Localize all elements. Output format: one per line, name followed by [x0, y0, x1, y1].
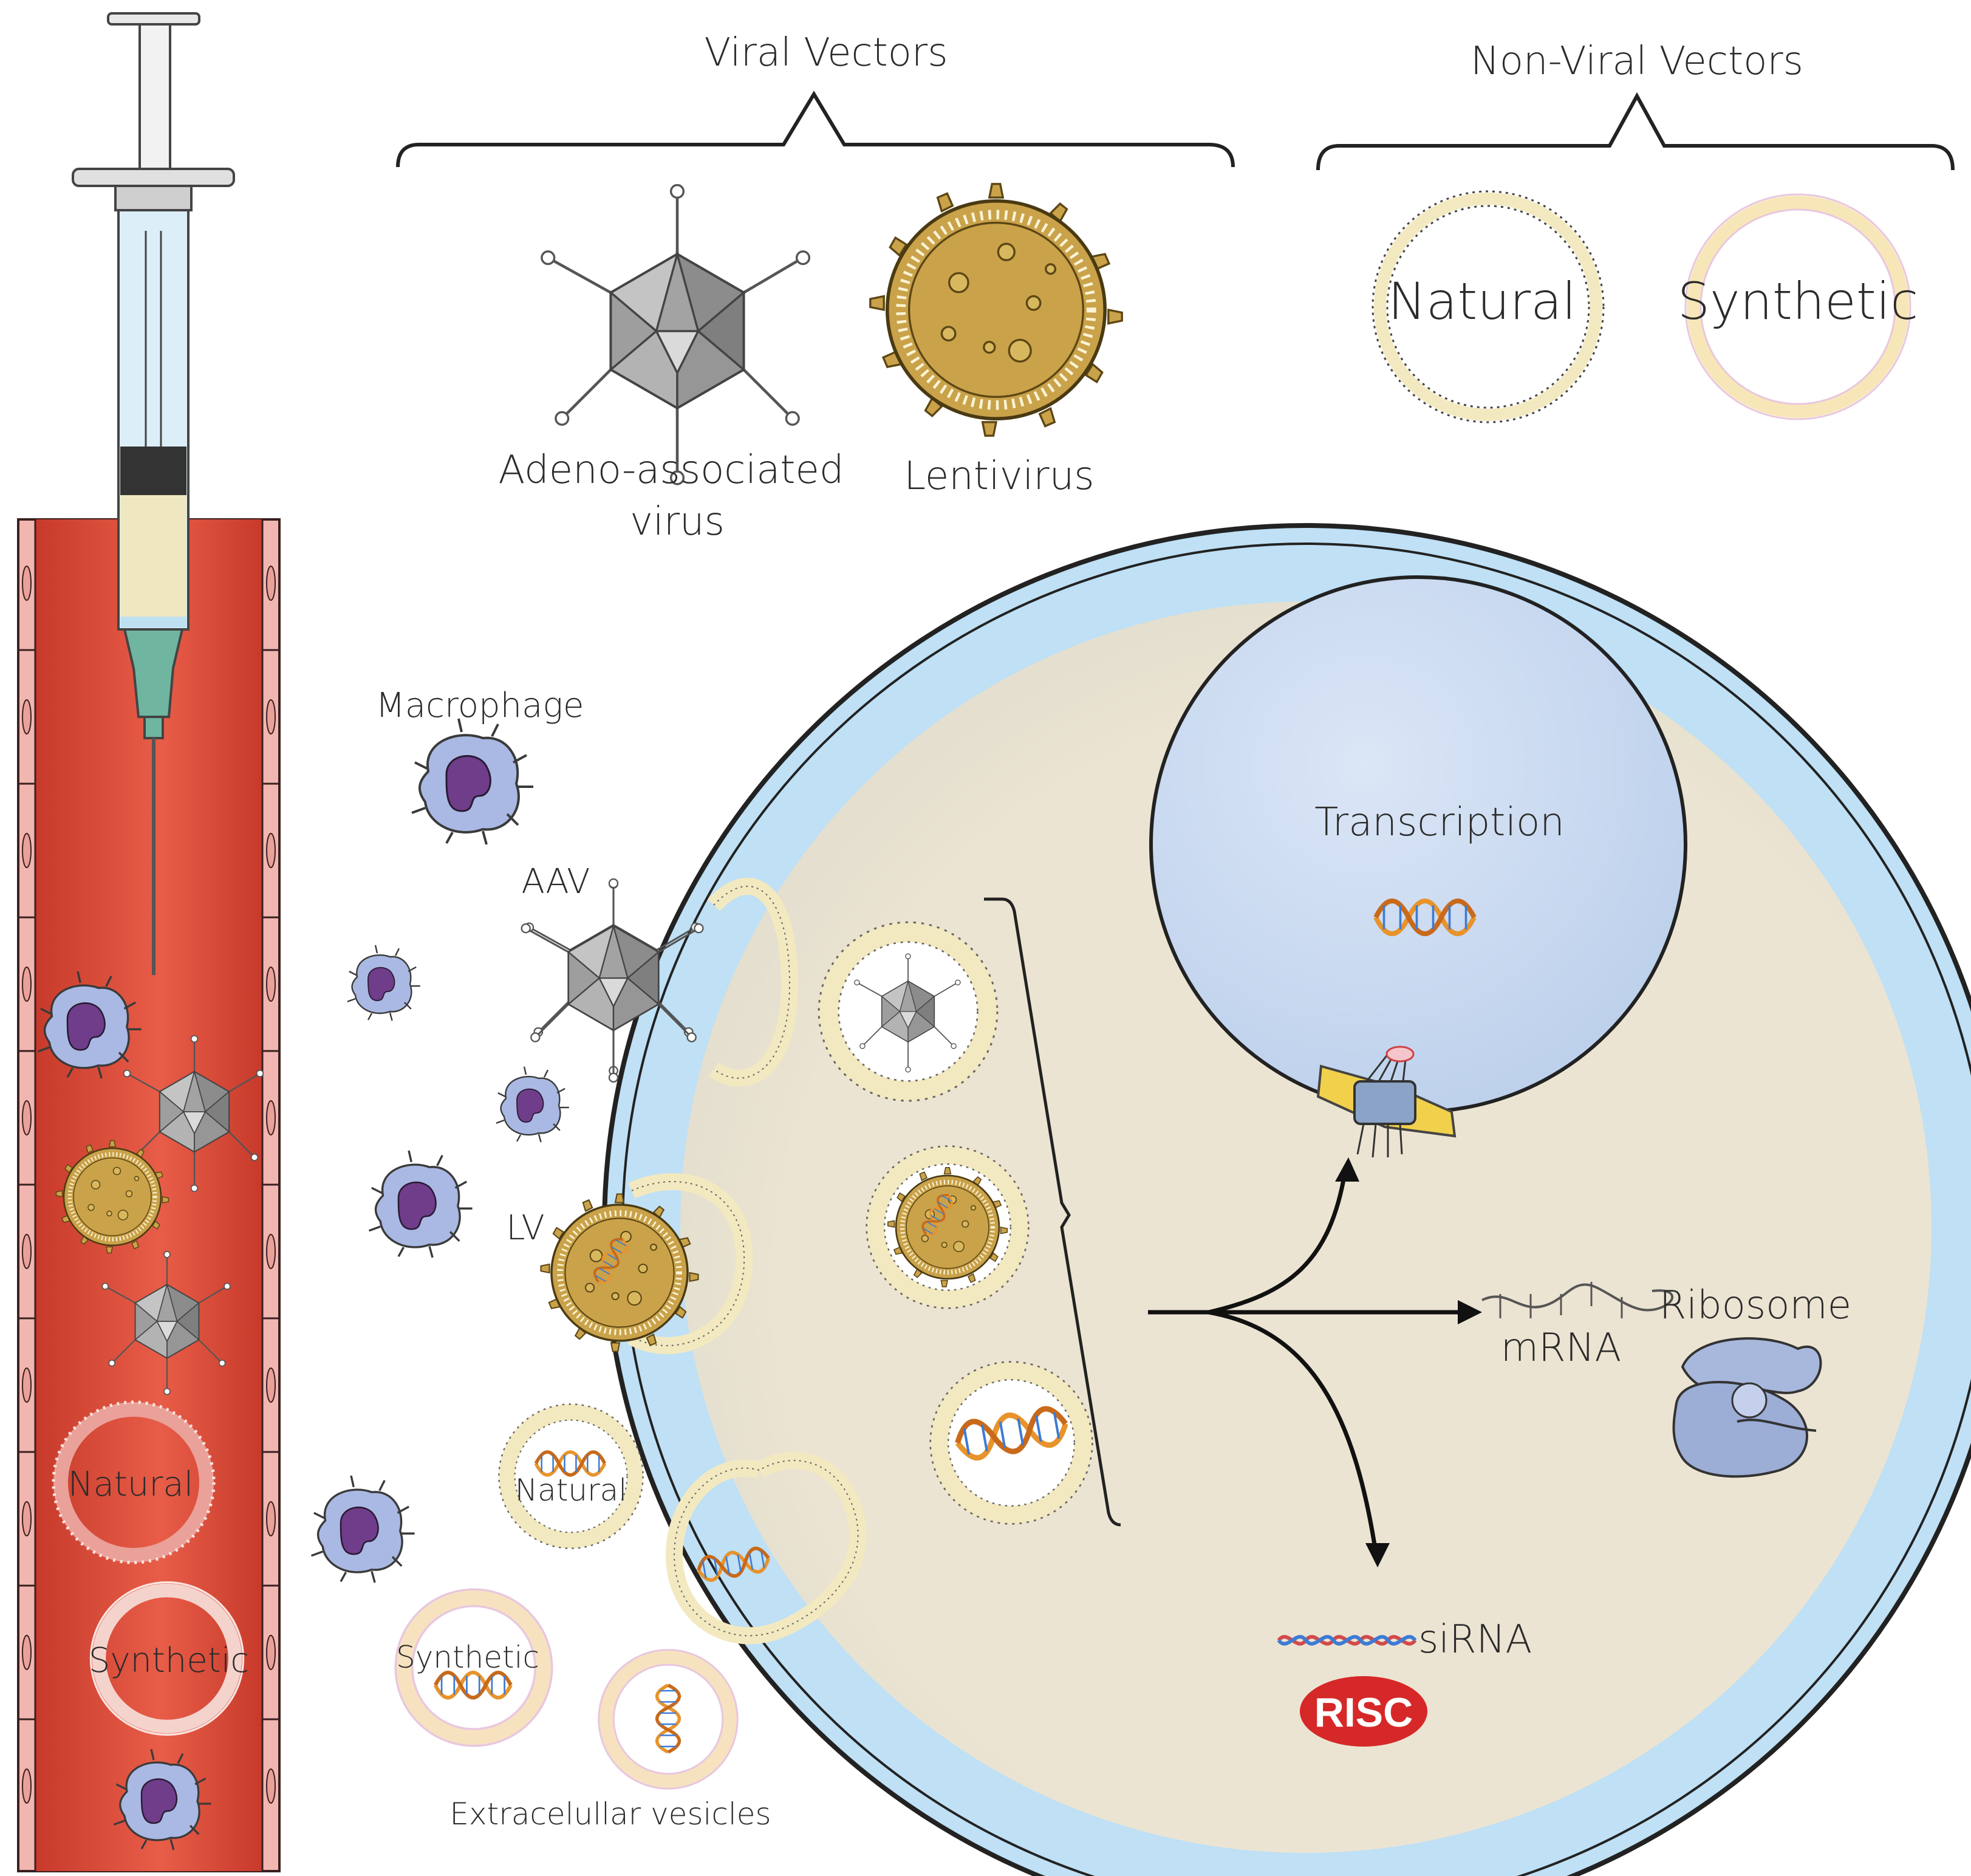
vessel-particles: Natural Synthetic: [36, 970, 264, 1851]
blood-vessel: [17, 518, 281, 1872]
target-cell: Transcription: [524, 523, 1971, 1876]
viral-vectors-group: Viral Vectors Adeno-associated virus Len…: [396, 30, 1235, 544]
mrna-icon: [1481, 1282, 1674, 1318]
risc-badge: RISC: [1300, 1676, 1427, 1747]
sirna-icon: [1277, 1635, 1417, 1646]
macrophage-icon: [367, 1149, 474, 1259]
endosome-lv: [867, 1146, 1029, 1309]
endocytosis-aav: [707, 878, 799, 1087]
macrophage-label: Macrophage: [376, 686, 584, 725]
vessel-natural-label: Natural: [68, 1465, 194, 1504]
pathway-arrows: [1148, 1169, 1464, 1553]
lv-short-label: LV: [506, 1208, 544, 1248]
liposome-icon: [394, 1588, 553, 1747]
aav-short-label: AAV: [522, 862, 590, 902]
ev-natural-label: Natural: [515, 1473, 627, 1508]
vessel-synthetic-label: Synthetic: [89, 1641, 249, 1680]
aav-icon: [542, 185, 809, 484]
ribosome-label: Ribosome: [1659, 1283, 1851, 1328]
lentivirus-icon: [870, 184, 1122, 436]
ev-synthetic-label: Synthetic: [396, 1640, 539, 1675]
macrophage-icon: [411, 717, 535, 846]
liposome-icon: [89, 1581, 245, 1736]
endosome-aav: [819, 922, 997, 1101]
nucleus: Transcription: [1149, 575, 1687, 1114]
macrophage-icon: [310, 1474, 416, 1584]
non-viral-vectors-title: Non-Viral Vectors: [1471, 39, 1803, 84]
liposome-icon: [1372, 190, 1605, 423]
liposome-icon: [1684, 193, 1911, 420]
ribosome-icon: [1672, 1337, 1822, 1478]
liposome-icon: [598, 1649, 739, 1790]
non-viral-vectors-group: Non-Viral Vectors Natural Synthetic: [1316, 39, 1955, 423]
macrophage-icon: [346, 944, 421, 1022]
aav-label-line1: Adeno-associated: [499, 448, 844, 493]
macrophage-icon: [495, 1066, 570, 1143]
endocytosis-lv: [627, 1173, 753, 1354]
aav-label-line2: virus: [630, 499, 725, 544]
sirna-label: siRNA: [1418, 1617, 1532, 1662]
transcription-label: Transcription: [1314, 800, 1565, 845]
mrna-label: mRNA: [1501, 1326, 1621, 1371]
natural-label: Natural: [1388, 272, 1576, 331]
extracellular-vesicles-label: Extracelullar vesicles: [449, 1796, 771, 1832]
risc-label: RISC: [1314, 1689, 1413, 1736]
lentivirus-label: Lentivirus: [904, 454, 1094, 499]
synthetic-label: Synthetic: [1678, 272, 1919, 331]
extracellular-space: Macrophage AAV LV Natural Synthetic: [310, 686, 771, 1832]
endosome-dna: [931, 1362, 1093, 1524]
nuclear-pore-icon: [1316, 1046, 1457, 1158]
endocytosis-ev: [665, 1452, 867, 1645]
liposome-icon: [52, 1400, 216, 1564]
viral-vectors-title: Viral Vectors: [704, 30, 948, 75]
syringe-icon: [72, 12, 235, 975]
